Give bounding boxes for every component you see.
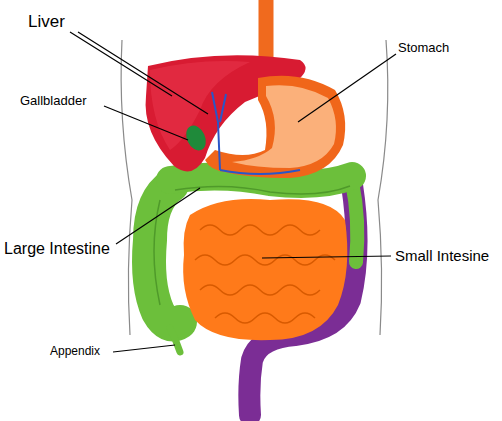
organ-label: Stomach — [398, 41, 449, 56]
organ-label: Gallbladder — [20, 94, 87, 109]
appendix — [170, 328, 180, 352]
organ-label: Small Intesine — [395, 247, 489, 264]
leader-line — [70, 32, 208, 114]
organ-label: Large Intestine — [4, 240, 110, 258]
intestine-folds — [195, 225, 335, 323]
body-outline — [378, 40, 388, 335]
organ-label: Liver — [28, 12, 65, 32]
body-outline — [121, 40, 132, 335]
leader-line — [116, 188, 200, 244]
leader-line — [104, 106, 188, 140]
colon-line — [175, 186, 350, 194]
leader-line — [262, 256, 391, 258]
leader-line — [298, 54, 396, 122]
small-intestine — [183, 199, 347, 340]
bile-duct — [212, 92, 300, 174]
stomach — [205, 76, 345, 178]
gallbladder — [182, 122, 209, 153]
descending-colon — [352, 182, 357, 262]
stomach-inner — [232, 85, 336, 168]
ascending-colon — [149, 185, 180, 324]
organ-label: Appendix — [50, 345, 100, 359]
leader-line — [113, 345, 175, 352]
transverse-colon — [170, 176, 352, 184]
